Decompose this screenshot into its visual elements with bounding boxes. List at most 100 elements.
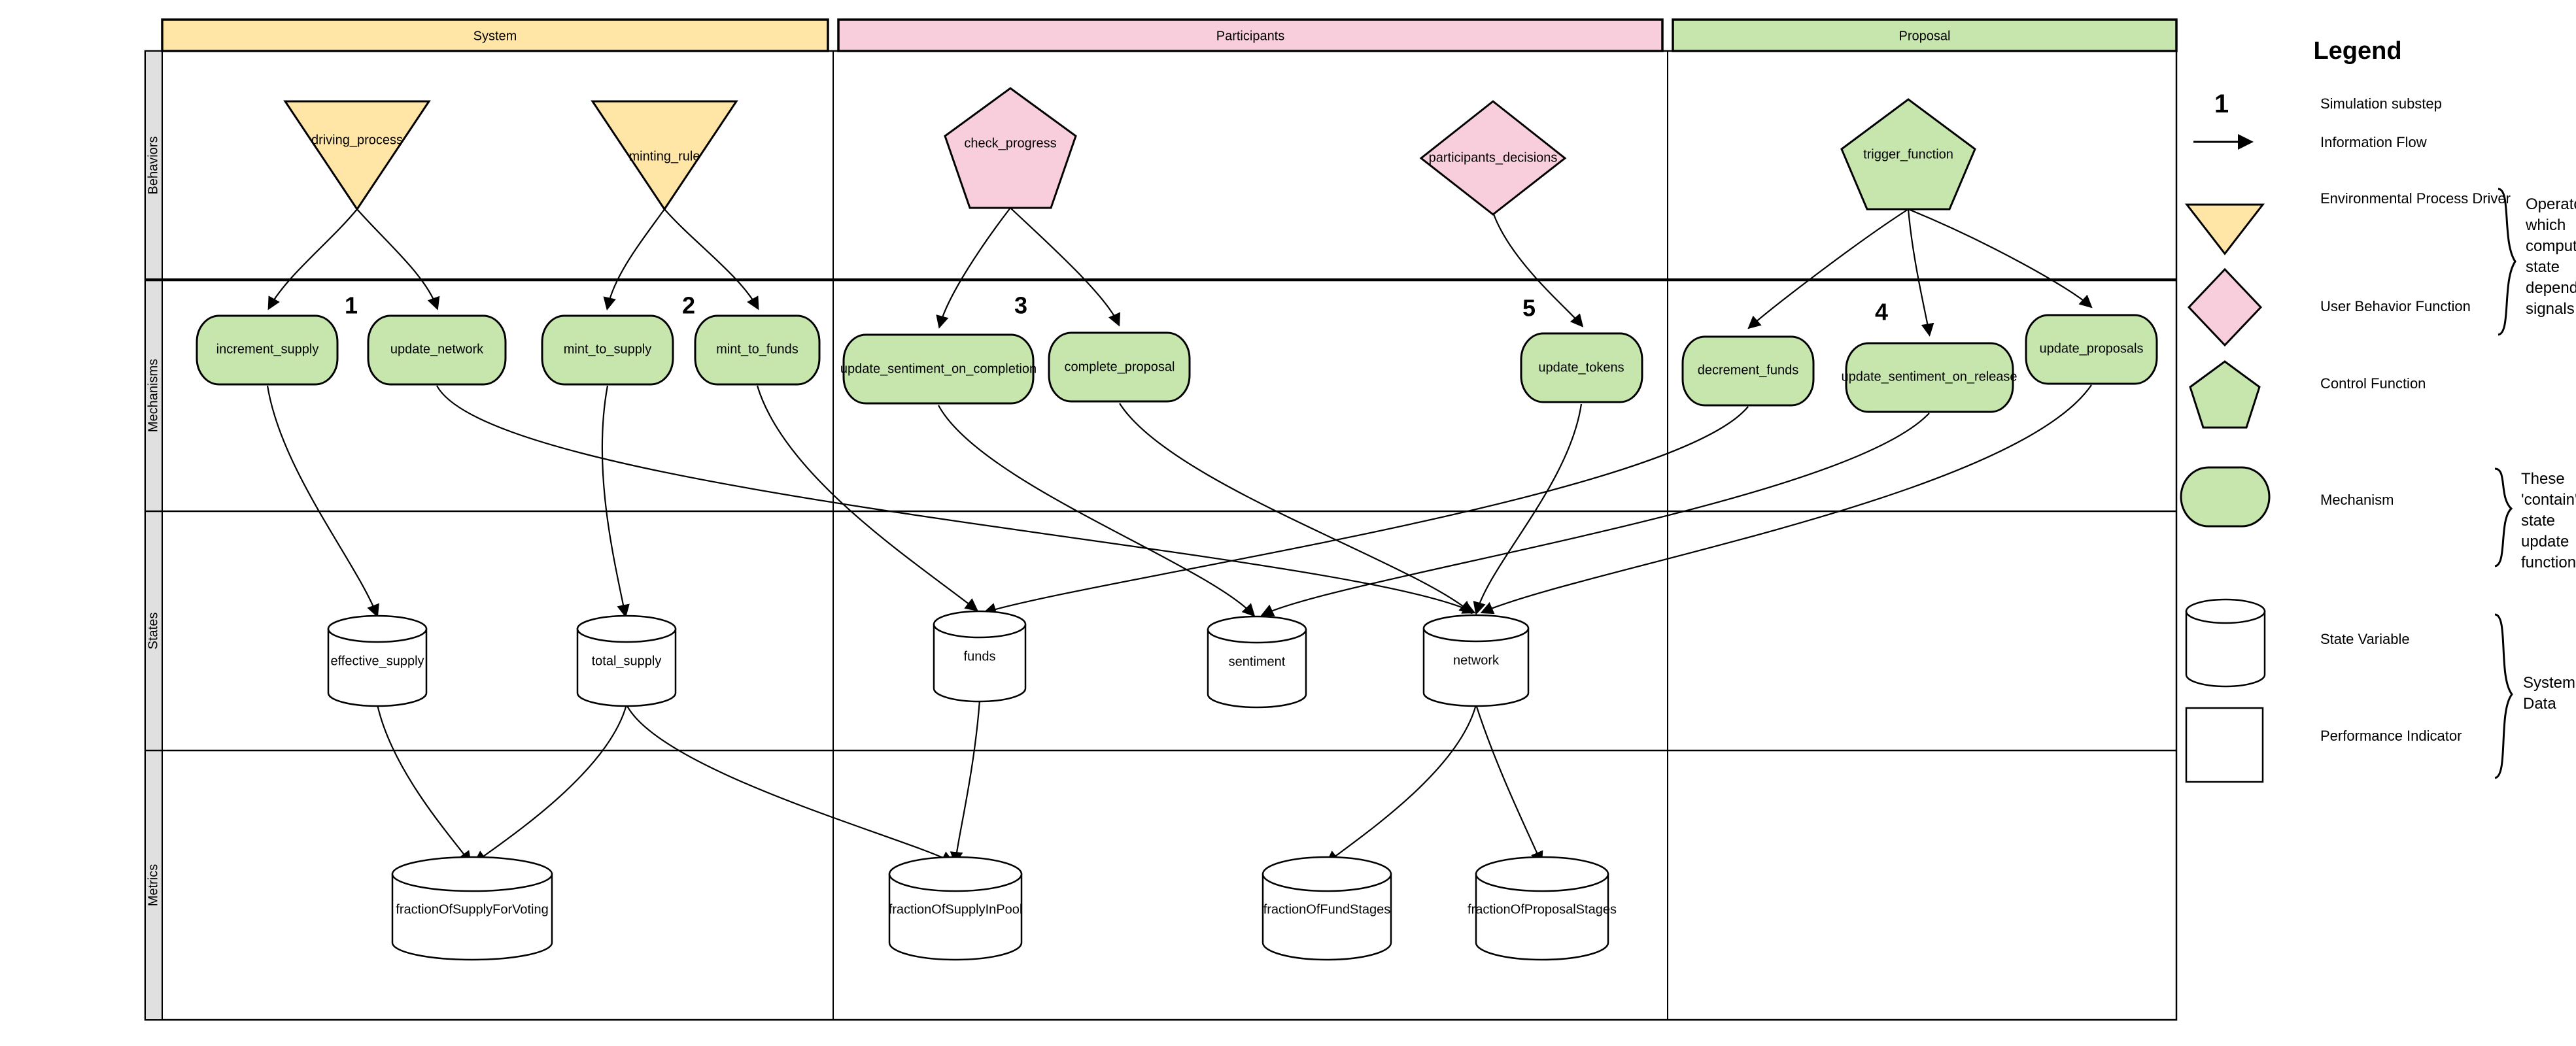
lane-label-system: System (473, 29, 517, 43)
node-increment-supply[interactable]: increment_supply (196, 314, 339, 386)
lane-label-proposal: Proposal (1899, 29, 1951, 43)
legend-label-mechanism: Mechanism (2320, 492, 2394, 508)
edge-totalsupply-fractionofsupplyforvoting (473, 704, 628, 864)
edge-completeproposal-network (1119, 403, 1473, 615)
legend-note-mechanism-line-4: functions (2521, 554, 2576, 571)
edge-checkprogress-updatesentimentcompletion (936, 207, 1011, 329)
substep-number-2: 2 (682, 292, 695, 319)
legend-brace-operators (2498, 188, 2516, 336)
node-label-effective-supply: effective_supply (330, 654, 424, 668)
legend-note-operators-line-3: state (2526, 258, 2560, 276)
node-label-update-proposals: update_proposals (2039, 341, 2143, 356)
legend-label-environmental-process-driver: Environmental Process Driver (2320, 190, 2511, 207)
node-complete-proposal[interactable]: complete_proposal (1048, 331, 1191, 403)
legend-brace-system-data (2494, 613, 2513, 779)
edge-minttofunds-funds (756, 385, 978, 612)
node-label-total-supply: total_supply (592, 654, 662, 668)
environmental-process-driver-icon (2184, 203, 2265, 256)
substep-labels: 1 2 3 5 4 (345, 292, 1888, 326)
node-update-tokens[interactable]: update_tokens (1520, 332, 1643, 403)
edge-totalsupply-fractionofsupplyinpool (626, 704, 955, 864)
legend-note-mechanism-line-0: These (2521, 470, 2565, 488)
substep-number-4: 4 (1875, 299, 1888, 326)
node-participants-decisions[interactable]: participants_decisions (1419, 100, 1567, 216)
node-label-minting-rule: minting_rule (629, 149, 700, 163)
node-label-fraction-of-supply-for-voting: fractionOfSupplyForVoting (396, 902, 548, 917)
node-fraction-of-fund-stages[interactable]: fractionOfFundStages (1262, 856, 1392, 961)
legend-label-state-variable: State Variable (2320, 631, 2410, 647)
substep-number-1: 1 (345, 292, 358, 319)
edge-effectivesupply-fractionofsupplyforvoting (376, 704, 472, 864)
node-label-decrement-funds: decrement_funds (1698, 363, 1799, 377)
node-funds[interactable]: funds (933, 610, 1027, 703)
node-label-update-network: update_network (390, 342, 484, 356)
node-label-fraction-of-fund-stages: fractionOfFundStages (1263, 902, 1391, 917)
node-mint-to-funds[interactable]: mint_to_funds (694, 314, 821, 386)
row-header-strip (145, 50, 163, 1021)
node-fraction-of-supply-in-pool[interactable]: fractionOfSupplyInPool (889, 856, 1023, 961)
edge-updatesentimentcompletion-sentiment (938, 405, 1256, 617)
substep-number-5: 5 (1522, 295, 1536, 322)
metrics-row: fractionOfSupplyForVoting fractionOfSupp… (391, 856, 1617, 961)
node-driving-process[interactable]: driving_process (283, 100, 431, 211)
node-label-sentiment: sentiment (1229, 654, 1286, 669)
substep-number-3: 3 (1014, 292, 1027, 319)
legend-title: Legend (2313, 37, 2401, 65)
legend-label-information-flow: Information Flow (2320, 134, 2427, 150)
node-label-mint-to-funds: mint_to_funds (716, 342, 799, 356)
node-fraction-of-proposal-stages[interactable]: fractionOfProposalStages (1468, 856, 1617, 961)
edge-trigger-updatesentimentrelease (1907, 209, 1934, 337)
node-label-fraction-of-supply-in-pool: fractionOfSupplyInPool (889, 902, 1023, 917)
node-label-fraction-of-proposal-stages: fractionOfProposalStages (1468, 902, 1617, 917)
legend-note-system-data-line-1: Data (2523, 695, 2556, 713)
legend-note-mechanism-line-2: state (2521, 512, 2555, 530)
node-label-mint-to-supply: mint_to_supply (564, 342, 652, 356)
node-label-update-sentiment-on-completion: update_sentiment_on_completion (840, 362, 1037, 376)
legend-label-simulation-substep: Simulation substep (2320, 95, 2442, 112)
edge-layer (266, 207, 2093, 865)
lane-header-proposal (1672, 18, 2178, 52)
state-variable-icon (2185, 598, 2266, 688)
edge-updateproposals-network (1480, 384, 2092, 615)
behaviors-row: driving_process minting_rule check_progr… (283, 87, 1976, 216)
edge-decrementfunds-funds (983, 406, 1749, 616)
edge-updatetokens-network (1473, 403, 1583, 615)
row-label-states: States (146, 613, 160, 650)
node-label-update-tokens: update_tokens (1538, 360, 1624, 375)
node-check-progress[interactable]: check_progress (944, 87, 1077, 209)
node-sentiment[interactable]: sentiment (1207, 615, 1307, 709)
mechanism-icon (2180, 466, 2271, 528)
lane-header-participants (837, 18, 1664, 52)
legend-label-control-function: Control Function (2320, 375, 2426, 392)
node-fraction-of-supply-for-voting[interactable]: fractionOfSupplyForVoting (391, 856, 553, 961)
edge-updatesentimentrelease-sentiment (1260, 413, 1930, 616)
node-update-proposals[interactable]: update_proposals (2025, 314, 2158, 385)
lane-label-participants: Participants (1216, 29, 1285, 43)
node-minting-rule[interactable]: minting_rule (591, 100, 738, 211)
legend-note-operators-line-0: Operators (2526, 195, 2576, 213)
node-effective-supply[interactable]: effective_supply (327, 615, 428, 707)
node-label-increment-supply: increment_supply (216, 342, 319, 356)
node-update-network[interactable]: update_network (367, 314, 507, 386)
node-label-complete-proposal: complete_proposal (1065, 360, 1175, 374)
row-label-behaviors: Behaviors (146, 137, 160, 195)
performance-indicator-icon (2185, 707, 2264, 783)
node-trigger-function[interactable]: trigger_function (1840, 98, 1976, 211)
node-label-funds: funds (964, 649, 996, 664)
legend-note-operators-line-5: signals (2526, 300, 2575, 318)
node-mint-to-supply[interactable]: mint_to_supply (541, 314, 674, 386)
edge-checkprogress-completeproposal (1010, 207, 1120, 327)
edge-driving-increment (267, 209, 358, 311)
legend-brace-mechanism (2494, 467, 2513, 567)
user-behavior-function-icon (2187, 267, 2263, 347)
edge-incrementsupply-effectivesupply (266, 385, 379, 618)
edge-trigger-updateproposals (1908, 208, 2093, 309)
node-update-sentiment-on-release[interactable]: update_sentiment_on_release (1841, 342, 2018, 413)
node-update-sentiment-on-completion[interactable]: update_sentiment_on_completion (840, 333, 1037, 405)
edge-funds-fractionofsupplyinpool (950, 700, 981, 865)
node-total-supply[interactable]: total_supply (576, 615, 677, 707)
node-decrement-funds[interactable]: decrement_funds (1681, 335, 1815, 407)
node-network[interactable]: network (1422, 614, 1530, 707)
